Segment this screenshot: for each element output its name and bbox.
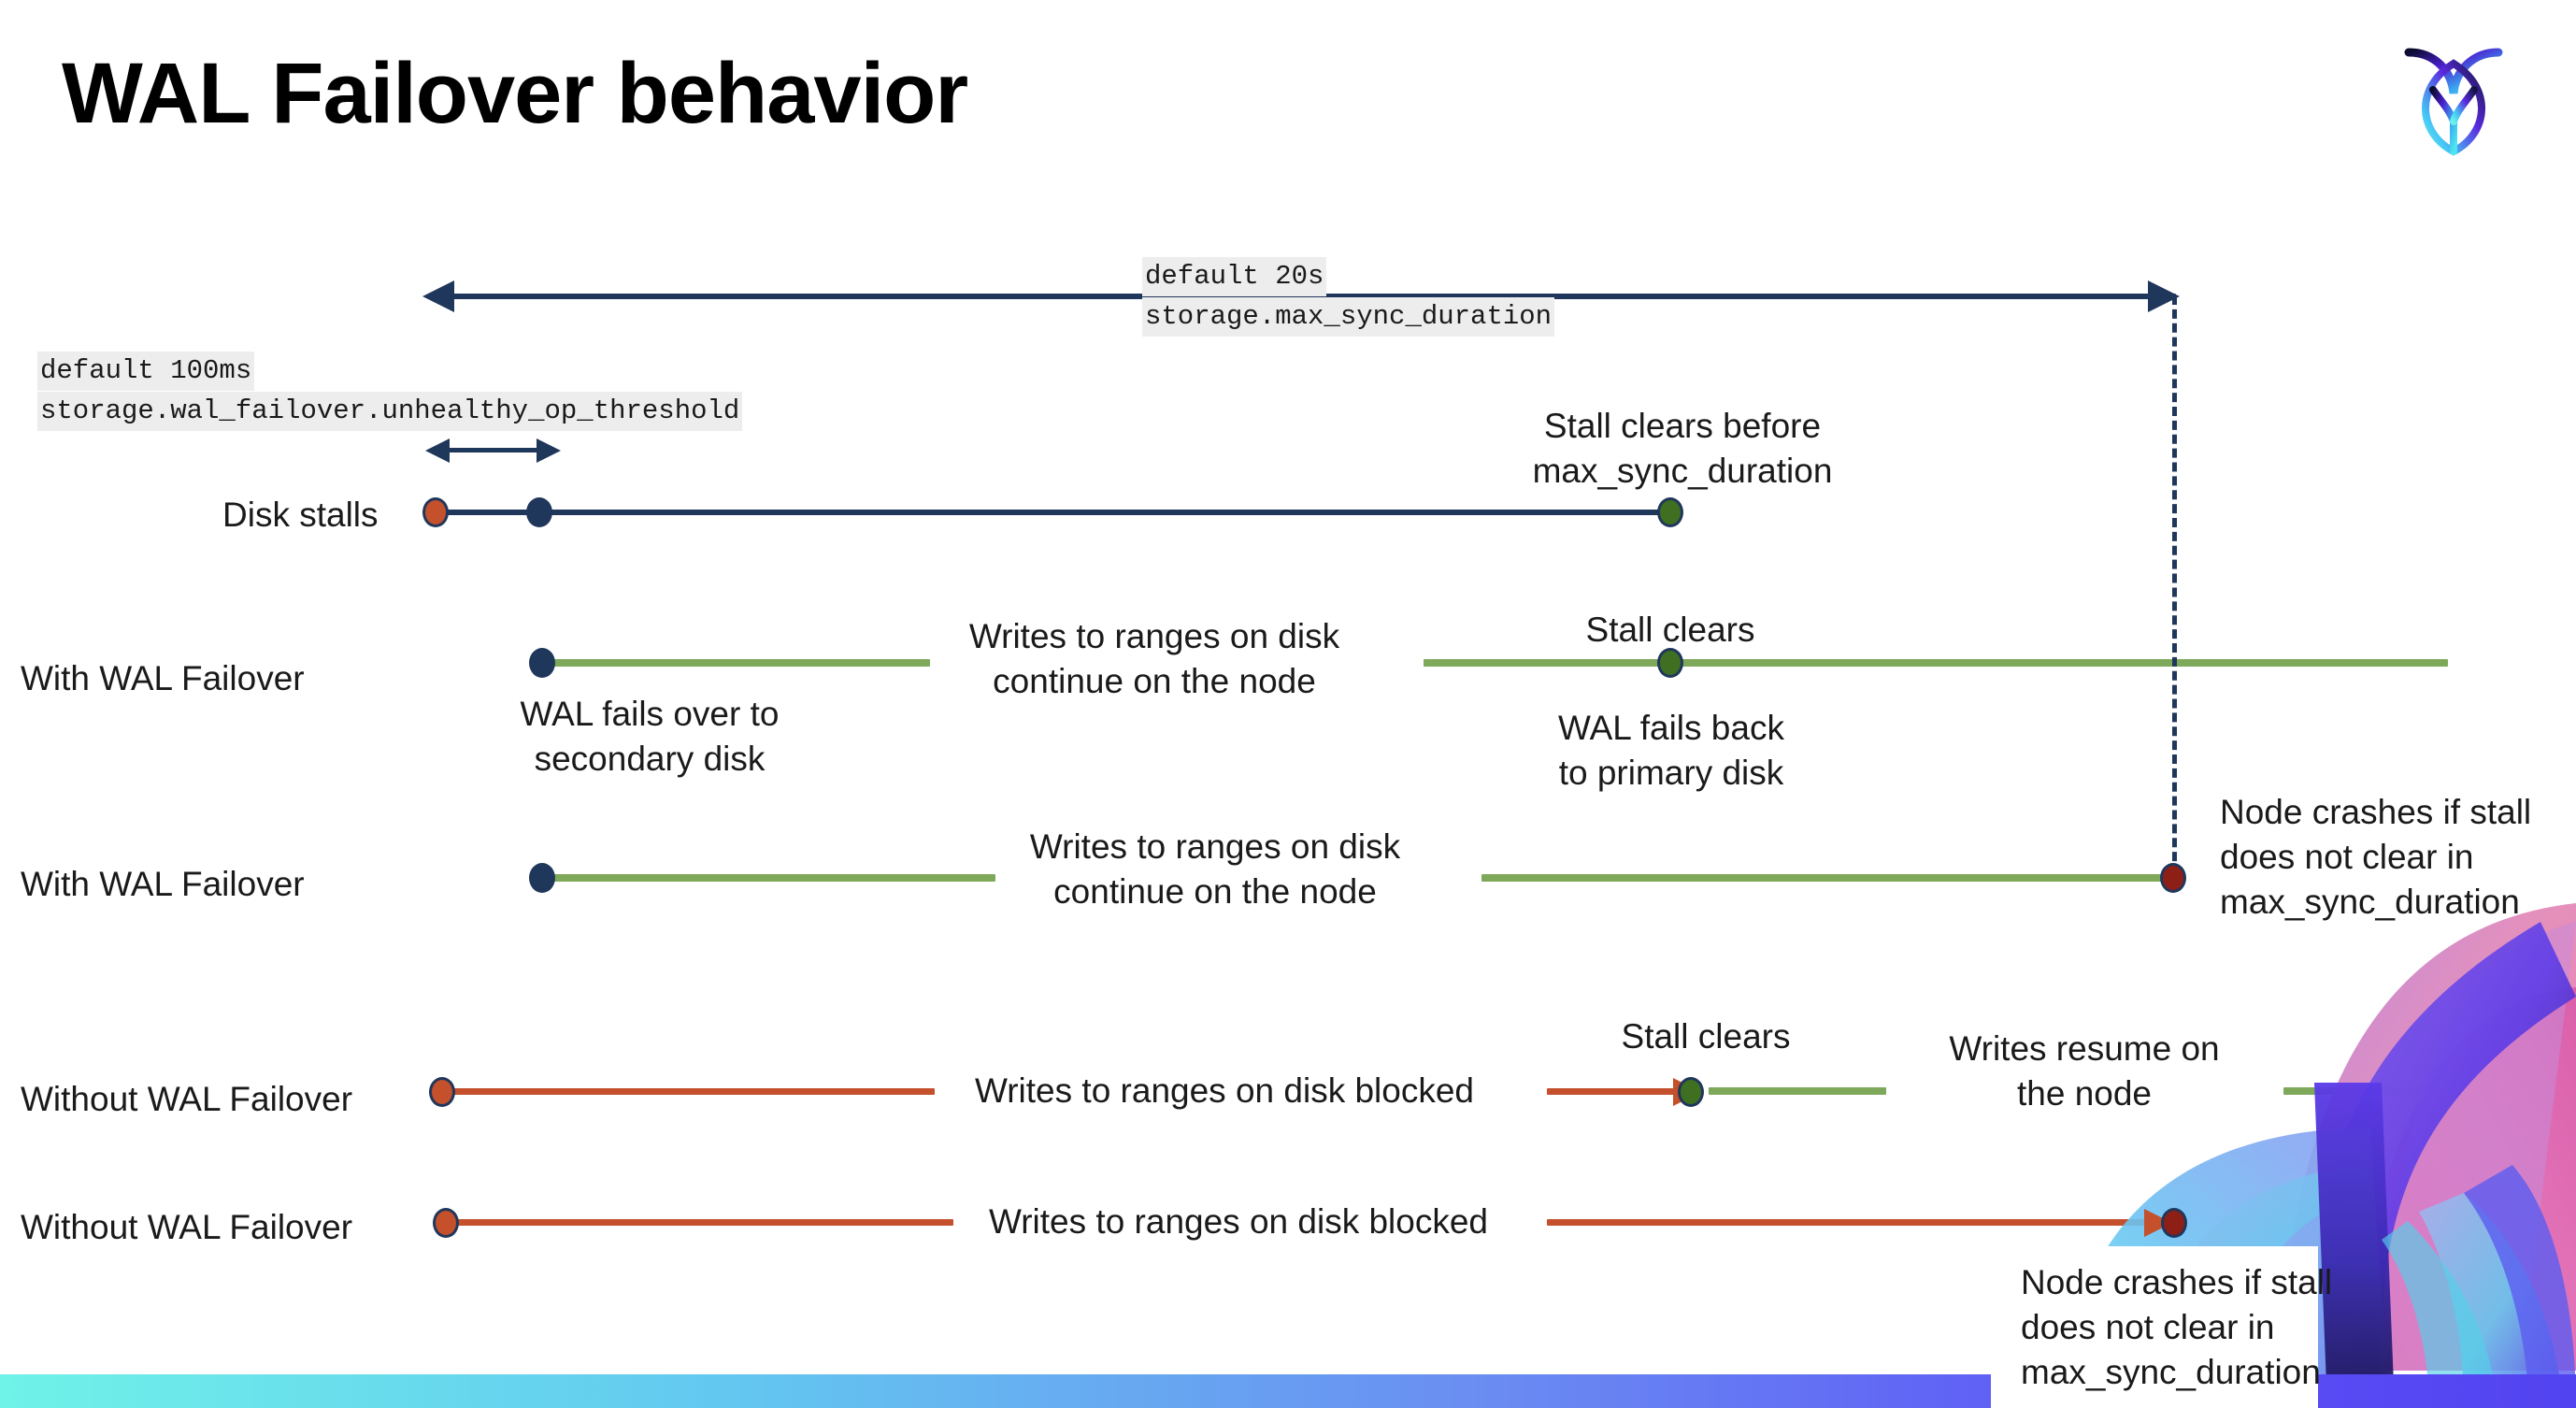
disk-stalls-line — [437, 510, 1671, 515]
row3-green-line-right — [1481, 874, 2178, 882]
row4-writes-resume-line1: Writes resume on — [1949, 1029, 2220, 1068]
row3-writes-continue-line1: Writes to ranges on disk — [1029, 827, 1401, 866]
row2-stall-clears-annotation: Stall clears — [1585, 611, 1755, 649]
row5-node-crashes-line2: does not clear in — [2021, 1308, 2275, 1347]
row2-wal-fails-back-line2: to primary disk — [1558, 754, 1784, 793]
row2-writes-continue-line2: continue on the node — [993, 662, 1316, 701]
cockroach-labs-logo-icon — [2397, 36, 2510, 157]
row4-writes-resume-line2: the node — [2016, 1074, 2153, 1113]
row2-wal-fails-back-line1: WAL fails back — [1558, 709, 1784, 747]
row4-writes-resume-annotation: Writes resume on the node — [1925, 1027, 2243, 1116]
row4-red-line-mid — [1547, 1088, 1678, 1095]
unhealthy-op-default-chip: default 100ms — [37, 352, 255, 392]
row2-wal-fails-over-line2: secondary disk — [534, 740, 766, 779]
row3-node-crashes-line2: does not clear in — [2220, 838, 2474, 877]
row2-wal-fails-over-annotation: WAL fails over to secondary disk — [467, 692, 832, 782]
max-sync-setting-chip: storage.max_sync_duration — [1142, 297, 1555, 338]
row2-writes-continue-annotation: Writes to ranges on disk continue on the… — [939, 614, 1369, 704]
row3-failover-dot — [529, 863, 555, 893]
row5-node-crashes-annotation: Node crashes if stall does not clear in … — [2021, 1260, 2395, 1395]
unhealthy-op-left-arrowhead — [425, 438, 450, 463]
row4-green-line — [1709, 1087, 1886, 1095]
row5-node-crashes-line3: max_sync_duration — [2021, 1353, 2321, 1392]
row2-failover-dot — [529, 648, 555, 678]
row4-stall-clears-dot — [1678, 1077, 1704, 1107]
stall-clears-before-line1: Stall clears before — [1543, 407, 1822, 445]
row-label-with-wal-failover-2: With WAL Failover — [21, 865, 305, 903]
stall-clears-before-annotation: Stall clears before max_sync_duration — [1514, 404, 1851, 494]
unhealthy-op-right-arrowhead — [537, 438, 561, 463]
row-label-with-wal-failover-1: With WAL Failover — [21, 659, 305, 697]
unhealthy-op-setting-chip: storage.wal_failover.unhealthy_op_thresh… — [37, 392, 743, 432]
row2-green-line-right — [1424, 659, 2448, 667]
row2-stall-clears-dot — [1657, 648, 1683, 678]
row5-node-crashes-line1: Node crashes if stall — [2021, 1263, 2333, 1301]
row3-writes-continue-annotation: Writes to ranges on disk continue on the… — [1000, 825, 1430, 914]
unhealthy-op-span-line — [447, 448, 540, 453]
stall-clears-before-line2: max_sync_duration — [1532, 452, 1833, 491]
row3-writes-continue-line2: continue on the node — [1053, 872, 1377, 912]
row3-node-crashes-line3: max_sync_duration — [2220, 883, 2520, 922]
row2-wal-fails-over-line1: WAL fails over to — [520, 695, 780, 733]
row5-red-line-left — [458, 1219, 953, 1226]
disk-stalls-failover-dot — [526, 497, 552, 527]
row-label-without-wal-failover-1: Without WAL Failover — [21, 1080, 353, 1118]
row4-stall-clears-annotation: Stall clears — [1621, 1017, 1791, 1056]
row4-writes-blocked-annotation: Writes to ranges on disk blocked — [974, 1071, 1475, 1110]
row3-node-crashes-annotation: Node crashes if stall does not clear in … — [2220, 790, 2576, 925]
row4-start-dot — [429, 1077, 455, 1107]
row3-green-line-left — [542, 874, 995, 882]
max-sync-right-arrowhead — [2148, 280, 2180, 312]
row3-node-crashes-line1: Node crashes if stall — [2220, 793, 2532, 831]
page-title: WAL Failover behavior — [62, 46, 968, 141]
row5-red-line-right — [1547, 1219, 2150, 1226]
row2-wal-fails-back-annotation: WAL fails back to primary disk — [1503, 706, 1839, 796]
row5-crash-dot — [2161, 1208, 2187, 1238]
row-label-without-wal-failover-2: Without WAL Failover — [21, 1208, 353, 1246]
disk-stalls-start-dot — [422, 497, 449, 527]
max-sync-default-chip: default 20s — [1142, 257, 1327, 297]
row5-writes-blocked-annotation: Writes to ranges on disk blocked — [988, 1202, 1489, 1241]
max-sync-left-arrowhead — [422, 280, 454, 312]
row4-green-line-far — [2283, 1087, 2447, 1095]
row2-green-line-left — [542, 659, 930, 667]
row4-red-line-left — [449, 1088, 935, 1095]
row2-writes-continue-line1: Writes to ranges on disk — [968, 617, 1340, 655]
row5-start-dot — [433, 1208, 459, 1238]
row3-crash-dot — [2160, 863, 2186, 893]
disk-stalls-clear-dot — [1657, 497, 1683, 527]
row-label-disk-stalls: Disk stalls — [222, 496, 379, 534]
max-sync-dashed-connector — [2172, 295, 2177, 875]
